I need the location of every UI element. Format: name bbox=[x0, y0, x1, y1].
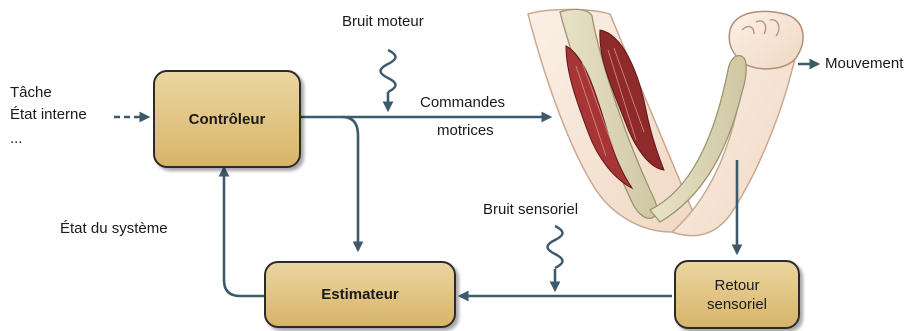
sensory-feedback-label-line2: sensoriel bbox=[707, 295, 767, 314]
controller-label: Contrôleur bbox=[189, 110, 266, 129]
motor-commands-label-line1: Commandes bbox=[420, 94, 505, 112]
system-state-label: État du système bbox=[60, 220, 168, 238]
state-estimate-arrow bbox=[224, 168, 265, 296]
internal-state-label: État interne bbox=[10, 106, 87, 124]
estimator-label: Estimateur bbox=[321, 285, 399, 304]
estimator-block: Estimateur bbox=[264, 261, 456, 328]
ellipsis-label: ... bbox=[10, 130, 23, 148]
controller-block: Contrôleur bbox=[153, 70, 301, 168]
sensory-feedback-label-line1: Retour bbox=[714, 276, 759, 295]
sensory-noise-label: Bruit sensoriel bbox=[483, 201, 578, 219]
efference-copy-arrow bbox=[342, 117, 358, 250]
motor-noise-squiggle bbox=[381, 50, 396, 92]
sensory-noise-squiggle bbox=[548, 226, 563, 268]
movement-label: Mouvement bbox=[825, 55, 903, 73]
motor-commands-label-line2: motrices bbox=[437, 122, 494, 140]
sensory-feedback-block: Retour sensoriel bbox=[674, 260, 800, 329]
task-label: Tâche bbox=[10, 84, 52, 102]
motor-noise-label: Bruit moteur bbox=[342, 13, 424, 31]
